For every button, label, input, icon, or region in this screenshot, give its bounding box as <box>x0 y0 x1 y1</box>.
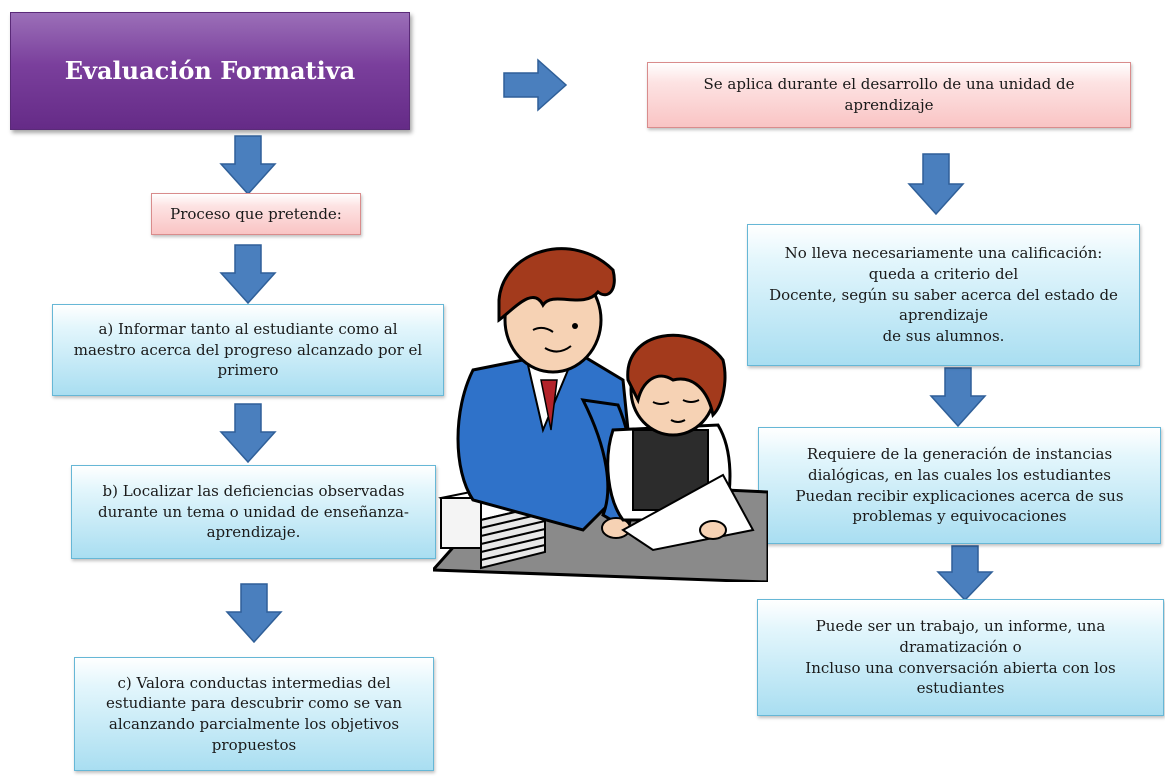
arrow-down-icon <box>907 153 965 216</box>
arrow-down-icon <box>936 545 994 602</box>
valora-text: c) Valora conductas intermedias del estu… <box>106 673 402 754</box>
valora-box: c) Valora conductas intermedias del estu… <box>74 657 434 771</box>
informar-text: a) Informar tanto al estudiante como al … <box>73 319 423 380</box>
localizar-box: b) Localizar las deficiencias observadas… <box>71 465 436 559</box>
puede-text: Puede ser un trabajo, un informe, una dr… <box>805 617 1116 698</box>
arrow-down-icon <box>219 244 277 305</box>
proceso-box: Proceso que pretende: <box>151 193 361 235</box>
arrow-down-icon <box>225 583 283 644</box>
arrow-down-icon <box>219 403 277 464</box>
teacher-student-illustration <box>433 247 768 582</box>
puede-box: Puede ser un trabajo, un informe, una dr… <box>757 599 1164 716</box>
informar-box: a) Informar tanto al estudiante como al … <box>52 304 444 396</box>
requiere-box: Requiere de la generación de instancias … <box>758 427 1161 544</box>
title-text: Evaluación Formativa <box>64 56 356 86</box>
localizar-text: b) Localizar las deficiencias observadas… <box>97 481 409 542</box>
arrow-down-icon <box>219 135 277 196</box>
proceso-text: Proceso que pretende: <box>170 204 342 223</box>
calificacion-box: No lleva necesariamente una calificación… <box>747 224 1140 366</box>
arrow-down-icon <box>929 367 987 428</box>
calificacion-text: No lleva necesariamente una calificación… <box>769 244 1118 346</box>
aplica-box: Se aplica durante el desarrollo de una u… <box>647 62 1131 128</box>
requiere-text: Requiere de la generación de instancias … <box>795 445 1124 526</box>
title-box: Evaluación Formativa <box>10 12 410 130</box>
arrow-right-icon <box>503 58 568 112</box>
aplica-text: Se aplica durante el desarrollo de una u… <box>703 75 1075 114</box>
